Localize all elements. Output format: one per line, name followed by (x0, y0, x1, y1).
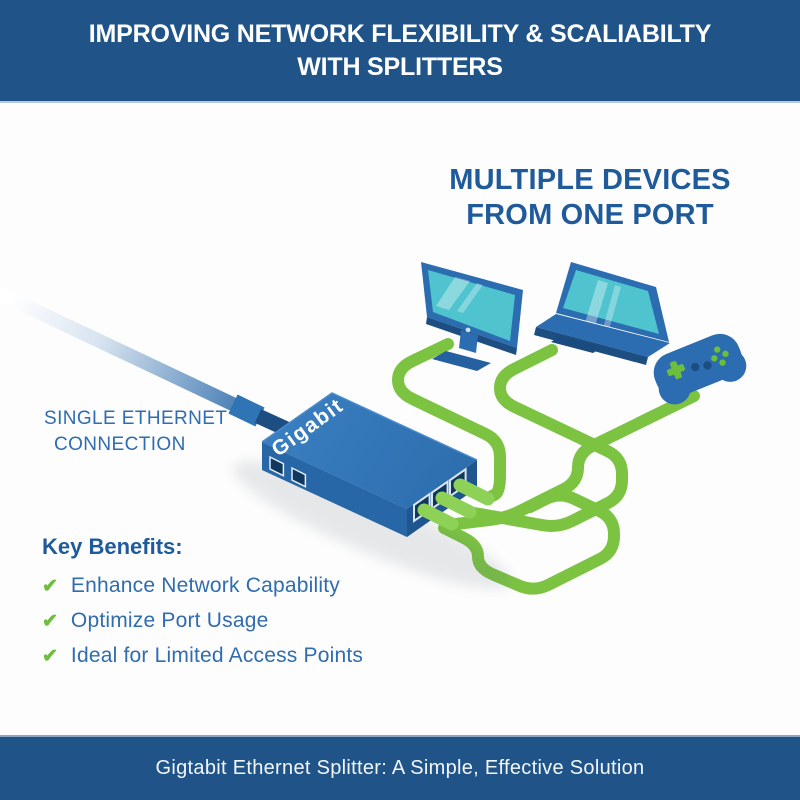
splitter-input-ports (269, 455, 307, 488)
checkmark-icon: ✔ (42, 611, 58, 632)
benefit-text: Optimize Port Usage (70, 609, 269, 632)
checkmark-icon: ✔ (42, 646, 58, 667)
headline-line2: FROM ONE PORT (466, 199, 714, 231)
single-connection-label: SINGLE ETHERNET CONNECTION (44, 406, 227, 458)
benefit-item: ✔ Optimize Port Usage (42, 609, 363, 633)
headline-line1: MULTIPLE DEVICES (449, 164, 731, 196)
key-benefits-section: Key Benefits: ✔ Enhance Network Capabili… (42, 534, 363, 679)
bottom-banner-text: Gigtabit Ethernet Splitter: A Simple, Ef… (155, 757, 645, 779)
green-cable-paths (392, 338, 700, 595)
bottom-banner: Gigtabit Ethernet Splitter: A Simple, Ef… (0, 735, 800, 800)
headline: MULTIPLE DEVICES FROM ONE PORT (420, 163, 760, 233)
cable-to-controller (450, 390, 700, 530)
benefit-text: Enhance Network Capability (70, 574, 340, 597)
benefit-text: Ideal for Limited Access Points (70, 644, 364, 667)
cable-to-monitor (392, 338, 506, 503)
key-benefits-title: Key Benefits: (42, 534, 183, 559)
green-connectors (417, 478, 495, 531)
single-connection-line1: SINGLE ETHERNET (44, 408, 228, 429)
monitor-device (421, 262, 523, 371)
key-benefits-list: ✔ Enhance Network Capability ✔ Optimize … (42, 574, 363, 668)
top-banner: IMPROVING NETWORK FLEXIBILITY & SCALIABI… (0, 0, 800, 103)
checkmark-icon: ✔ (42, 576, 58, 597)
banner-title-line2: WITH SPLITTERS (297, 52, 503, 81)
laptop-device (534, 262, 670, 365)
game-controller-device (653, 333, 747, 405)
single-connection-line2: CONNECTION (54, 434, 186, 455)
splitter-shadow (233, 460, 511, 590)
benefit-item: ✔ Ideal for Limited Access Points (42, 644, 363, 668)
benefit-item: ✔ Enhance Network Capability (42, 574, 363, 598)
banner-title-line1: IMPROVING NETWORK FLEXIBILITY & SCALIABI… (88, 19, 712, 48)
